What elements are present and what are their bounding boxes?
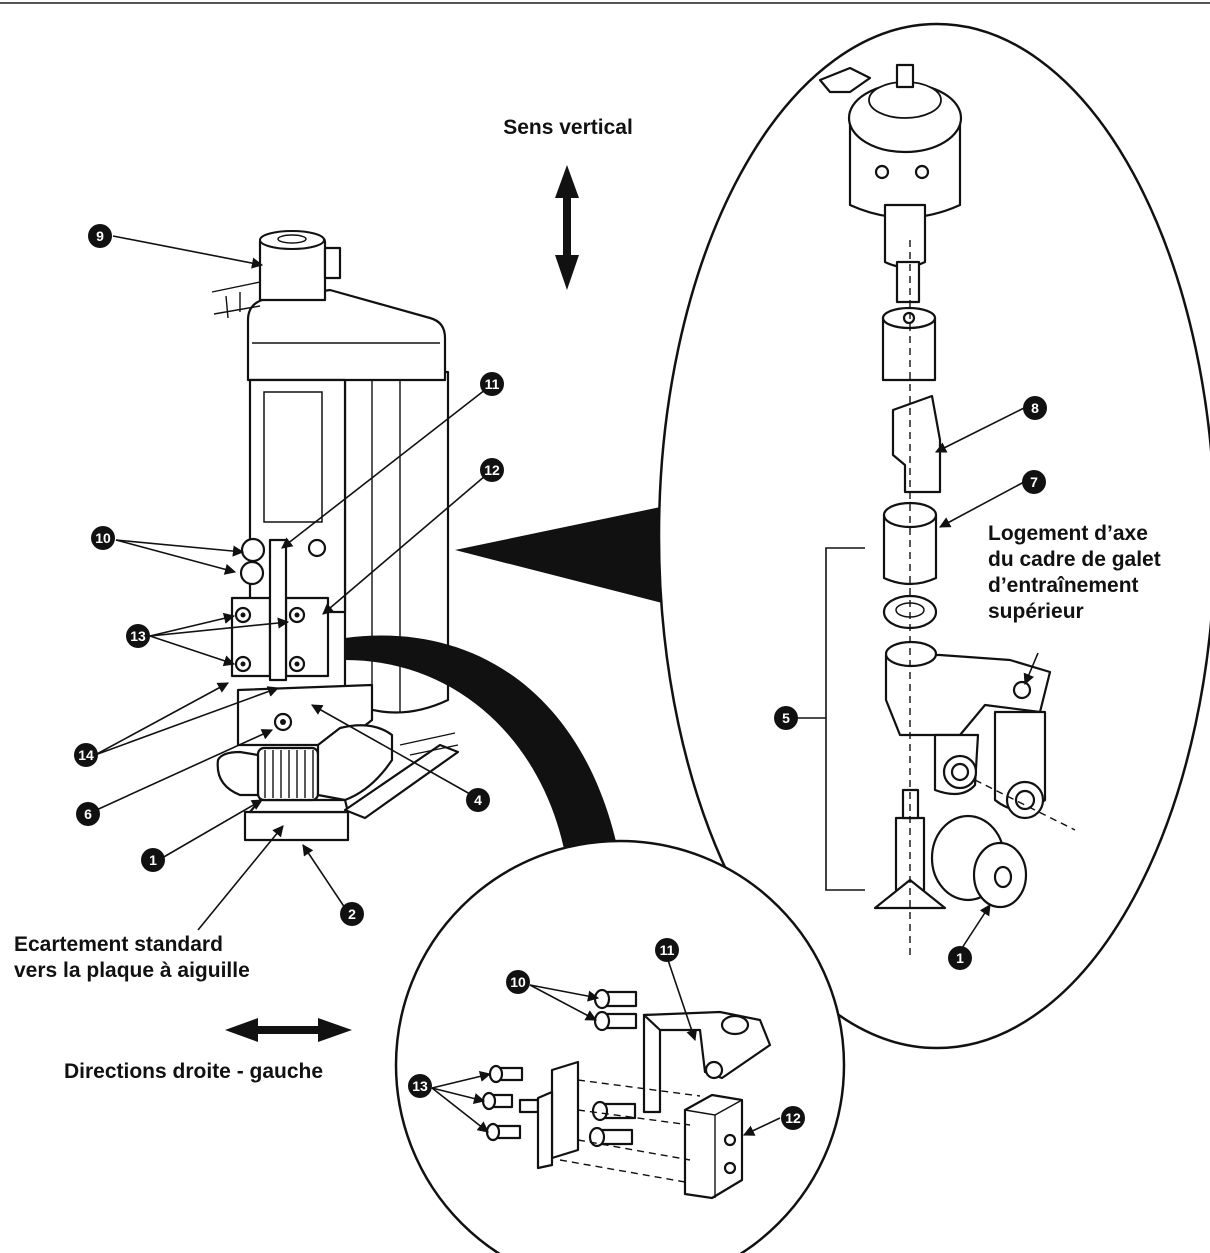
feed-roller [256, 746, 320, 802]
svg-text:8: 8 [1031, 400, 1039, 416]
leader-lines [91, 235, 1039, 1136]
cloth-plate [343, 743, 460, 820]
roller-gear [930, 814, 1028, 909]
callout-8: 8 [1023, 396, 1047, 420]
svg-text:9: 9 [96, 228, 104, 244]
svg-text:1: 1 [956, 950, 964, 966]
standard-gap-label-line1: Ecartement standard [14, 933, 223, 956]
svg-text:12: 12 [484, 462, 500, 478]
presser-foot [316, 724, 394, 802]
svg-text:5: 5 [782, 710, 790, 726]
callout-6: 6 [76, 802, 100, 826]
svg-text:12: 12 [785, 1110, 801, 1126]
callout-11: 11 [480, 372, 504, 396]
vertical-direction-arrow [555, 165, 579, 290]
left-right-direction-arrow [225, 1018, 352, 1042]
callout-12-detail: 12 [781, 1106, 805, 1130]
shaft-6 [216, 750, 260, 797]
foot-plate [243, 810, 350, 842]
presser-assembly [211, 230, 460, 842]
svg-text:4: 4 [474, 792, 482, 808]
left-right-direction-label: Directions droite - gauche [64, 1060, 323, 1083]
callout-7: 7 [1022, 470, 1046, 494]
housing-label-line2: du cadre de galet [988, 548, 1161, 571]
sleeve-part-7 [882, 513, 938, 586]
callout-5: 5 [774, 706, 798, 730]
callout-10: 10 [91, 526, 115, 550]
svg-text:10: 10 [95, 530, 111, 546]
callout-10-detail: 10 [506, 970, 530, 994]
callout-14: 14 [74, 743, 98, 767]
zoom-wedge [455, 505, 670, 605]
svg-text:13: 13 [130, 628, 146, 644]
vertical-direction-label: Sens vertical [503, 116, 633, 139]
top-bracket [246, 288, 447, 382]
svg-text:11: 11 [485, 376, 500, 392]
housing-label-line3: d’entraînement [988, 574, 1139, 597]
exploded-clamp-assembly [481, 988, 772, 1200]
spring [263, 391, 323, 523]
key-part-8 [891, 394, 942, 494]
svg-text:14: 14 [78, 747, 94, 763]
callout-13: 13 [126, 624, 150, 648]
callout-11-detail: 11 [655, 938, 679, 962]
callout-13-detail: 13 [408, 1074, 432, 1098]
svg-text:13: 13 [412, 1078, 428, 1094]
housing-label-line1: Logement d’axe [988, 522, 1148, 545]
svg-text:2: 2 [348, 906, 356, 922]
exploded-shaft-assembly [797, 63, 1076, 960]
svg-text:1: 1 [149, 852, 157, 868]
housing-label-line4: supérieur [988, 600, 1084, 623]
callout-9: 9 [88, 224, 112, 248]
small-block [550, 1060, 580, 1160]
callout-1-detail: 1 [948, 946, 972, 970]
block-part-12 [683, 1093, 744, 1200]
svg-text:7: 7 [1030, 474, 1038, 490]
standard-gap-label-line2: vers la plaque à aiguille [14, 959, 250, 982]
callout-4: 4 [466, 788, 490, 812]
svg-text:11: 11 [660, 942, 675, 958]
callout-2: 2 [340, 902, 364, 926]
arm-11 [268, 538, 288, 682]
callout-12: 12 [480, 458, 504, 482]
svg-text:10: 10 [510, 974, 526, 990]
callout-1: 1 [141, 848, 165, 872]
svg-text:6: 6 [84, 806, 92, 822]
